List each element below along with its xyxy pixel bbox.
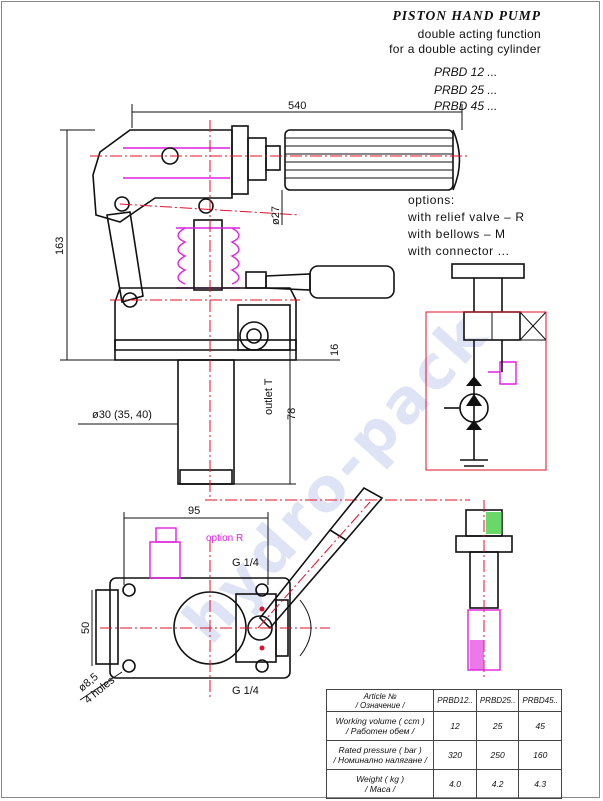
side-view — [90, 120, 470, 501]
plan-view — [95, 486, 384, 700]
spec-cell: 12 — [433, 711, 477, 741]
model-prbd25: PRBD 25 ... — [434, 83, 498, 97]
spec-header-row: Article № / Означение / PRBD12.. PRBD25.… — [325, 689, 562, 712]
dim-height: 163 — [54, 237, 66, 255]
dim-depth: 50 — [80, 622, 92, 634]
options-heading: options: — [408, 193, 455, 207]
spec-row-weight: Weight ( kg ) / Маса / 4.0 4.2 4.3 — [325, 769, 562, 799]
spec-cell: 320 — [433, 740, 477, 770]
spec-cell: 250 — [475, 740, 520, 770]
spec-col-prbd45: PRBD45.. — [518, 689, 562, 712]
dim-pipe-dia: ø30 (35, 40) — [92, 409, 152, 421]
dim-length: 540 — [288, 100, 306, 112]
dim-port-offset: 16 — [329, 344, 341, 356]
spec-cell: 4.3 — [518, 769, 562, 799]
subtitle-line-2: for a double acting cylinder — [389, 42, 541, 56]
spec-cell: 4.2 — [475, 769, 520, 799]
port-top-label: G 1/4 — [232, 557, 259, 569]
spec-cell: 45 — [518, 711, 562, 741]
drawing-title: PISTON HAND PUMP — [392, 8, 541, 23]
option-bellows: with bellows – M — [408, 227, 506, 241]
connector-detail — [455, 500, 513, 680]
dim-width-bottom: 95 — [188, 505, 200, 517]
outlet-label: outlet T — [263, 378, 275, 415]
port-bottom-label: G 1/4 — [232, 685, 259, 697]
spec-cell: 4.0 — [433, 769, 477, 799]
dim-handle-dia: ø27 — [270, 206, 282, 225]
option-relief-valve: with relief valve – R — [408, 210, 525, 224]
spec-cell: 160 — [518, 740, 562, 770]
spec-col-prbd25: PRBD25.. — [475, 689, 520, 712]
spec-header-label: Article № / Означение / — [325, 689, 435, 712]
side-view-dimensions: 540 163 ø27 16 78 outlet T ø30 (35, 40) — [54, 100, 463, 485]
subtitle-line-1: double acting function — [417, 27, 541, 41]
model-prbd45: PRBD 45 ... — [434, 99, 498, 113]
option-connector: with connector ... — [408, 244, 510, 258]
hydraulic-schematic — [425, 263, 547, 471]
spec-row-working-volume: Working volume ( ccm ) / Работен обем / … — [325, 711, 562, 741]
model-prbd12: PRBD 12 ... — [434, 65, 498, 79]
spec-table: Article № / Означение / PRBD12.. PRBD25.… — [325, 689, 562, 799]
spec-cell: 25 — [475, 711, 520, 741]
dim-outlet-len: 78 — [286, 408, 298, 420]
spec-col-prbd12: PRBD12.. — [433, 689, 477, 712]
spec-row-rated-pressure: Rated pressure ( bar ) / Номинално наляг… — [325, 740, 562, 770]
option-r-label: option R — [206, 533, 243, 544]
